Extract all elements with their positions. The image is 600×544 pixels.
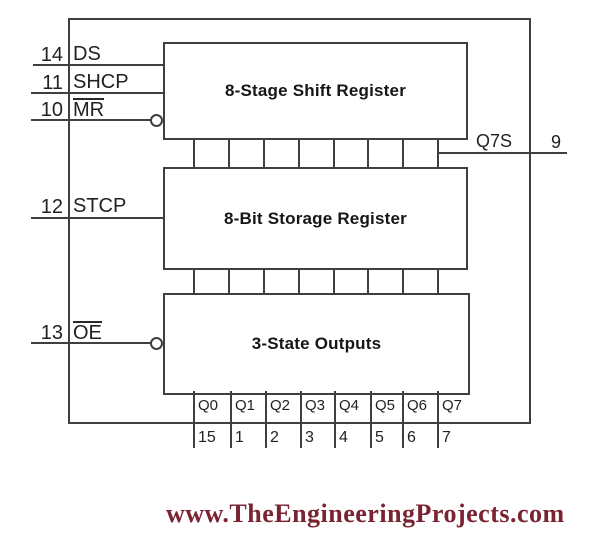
oe-pin-line	[31, 342, 151, 344]
watermark: www.TheEngineeringProjects.com	[166, 499, 565, 528]
q4-output-pin-number: 4	[339, 429, 348, 446]
q6-output-line	[402, 391, 404, 448]
q7s-pin-number: 9	[551, 132, 562, 152]
tristate-outputs-title: 3-State Outputs	[251, 334, 382, 353]
tristate-outputs-box: 3-State Outputs	[163, 293, 470, 395]
oe-inverter-bubble-icon	[150, 337, 163, 350]
q6-output-pin-number: 6	[407, 429, 416, 446]
q2-output-pin-number: 2	[270, 429, 279, 446]
q0-output-label: Q0	[198, 397, 219, 414]
q5-output-pin-number: 5	[375, 429, 384, 446]
q1-output-pin-number: 1	[235, 429, 244, 446]
q7-output-line	[437, 391, 439, 448]
mr-pin-line	[31, 119, 151, 121]
q3-output-label: Q3	[305, 397, 326, 414]
oe-pin-label: OE	[73, 321, 102, 344]
q1-output-line	[230, 391, 232, 448]
mr-pin-label: MR	[73, 98, 105, 121]
shcp-pin-label: SHCP	[73, 71, 129, 93]
shcp-pin-line	[31, 92, 163, 94]
q4-output-label: Q4	[339, 397, 360, 414]
q3-output-pin-number: 3	[305, 429, 314, 446]
shift-register-box: 8-Stage Shift Register	[163, 42, 468, 140]
q1-output-label: Q1	[235, 397, 256, 414]
mr-inverter-bubble-icon	[150, 114, 163, 127]
q4-output-line	[334, 391, 336, 448]
q6-output-label: Q6	[407, 397, 428, 414]
q5-output-label: Q5	[375, 397, 396, 414]
storage-register-box: 8-Bit Storage Register	[163, 167, 468, 270]
mr-pin-number: 10	[40, 99, 63, 121]
q3-output-line	[300, 391, 302, 448]
q5-output-line	[370, 391, 372, 448]
oe-pin-number: 13	[40, 322, 63, 344]
ds-pin-label: DS	[73, 43, 101, 65]
ds-pin-number: 14	[40, 44, 63, 66]
q0-output-line	[193, 391, 195, 448]
q2-output-label: Q2	[270, 397, 291, 414]
stcp-pin-line	[31, 217, 163, 219]
q2-output-line	[265, 391, 267, 448]
q7s-pin-line	[437, 152, 567, 154]
ic-boundary-rect	[68, 18, 531, 424]
stcp-pin-number: 12	[40, 196, 63, 218]
shift-register-title: 8-Stage Shift Register	[224, 81, 407, 100]
storage-register-title: 8-Bit Storage Register	[224, 208, 407, 228]
q0-output-pin-number: 15	[198, 429, 216, 446]
ds-pin-line	[33, 64, 163, 66]
q7-output-pin-number: 7	[442, 429, 451, 446]
shcp-pin-number: 11	[42, 72, 63, 94]
stcp-pin-label: STCP	[73, 195, 127, 217]
q7-output-label: Q7	[442, 397, 463, 414]
q7s-pin-label: Q7S	[476, 131, 513, 151]
